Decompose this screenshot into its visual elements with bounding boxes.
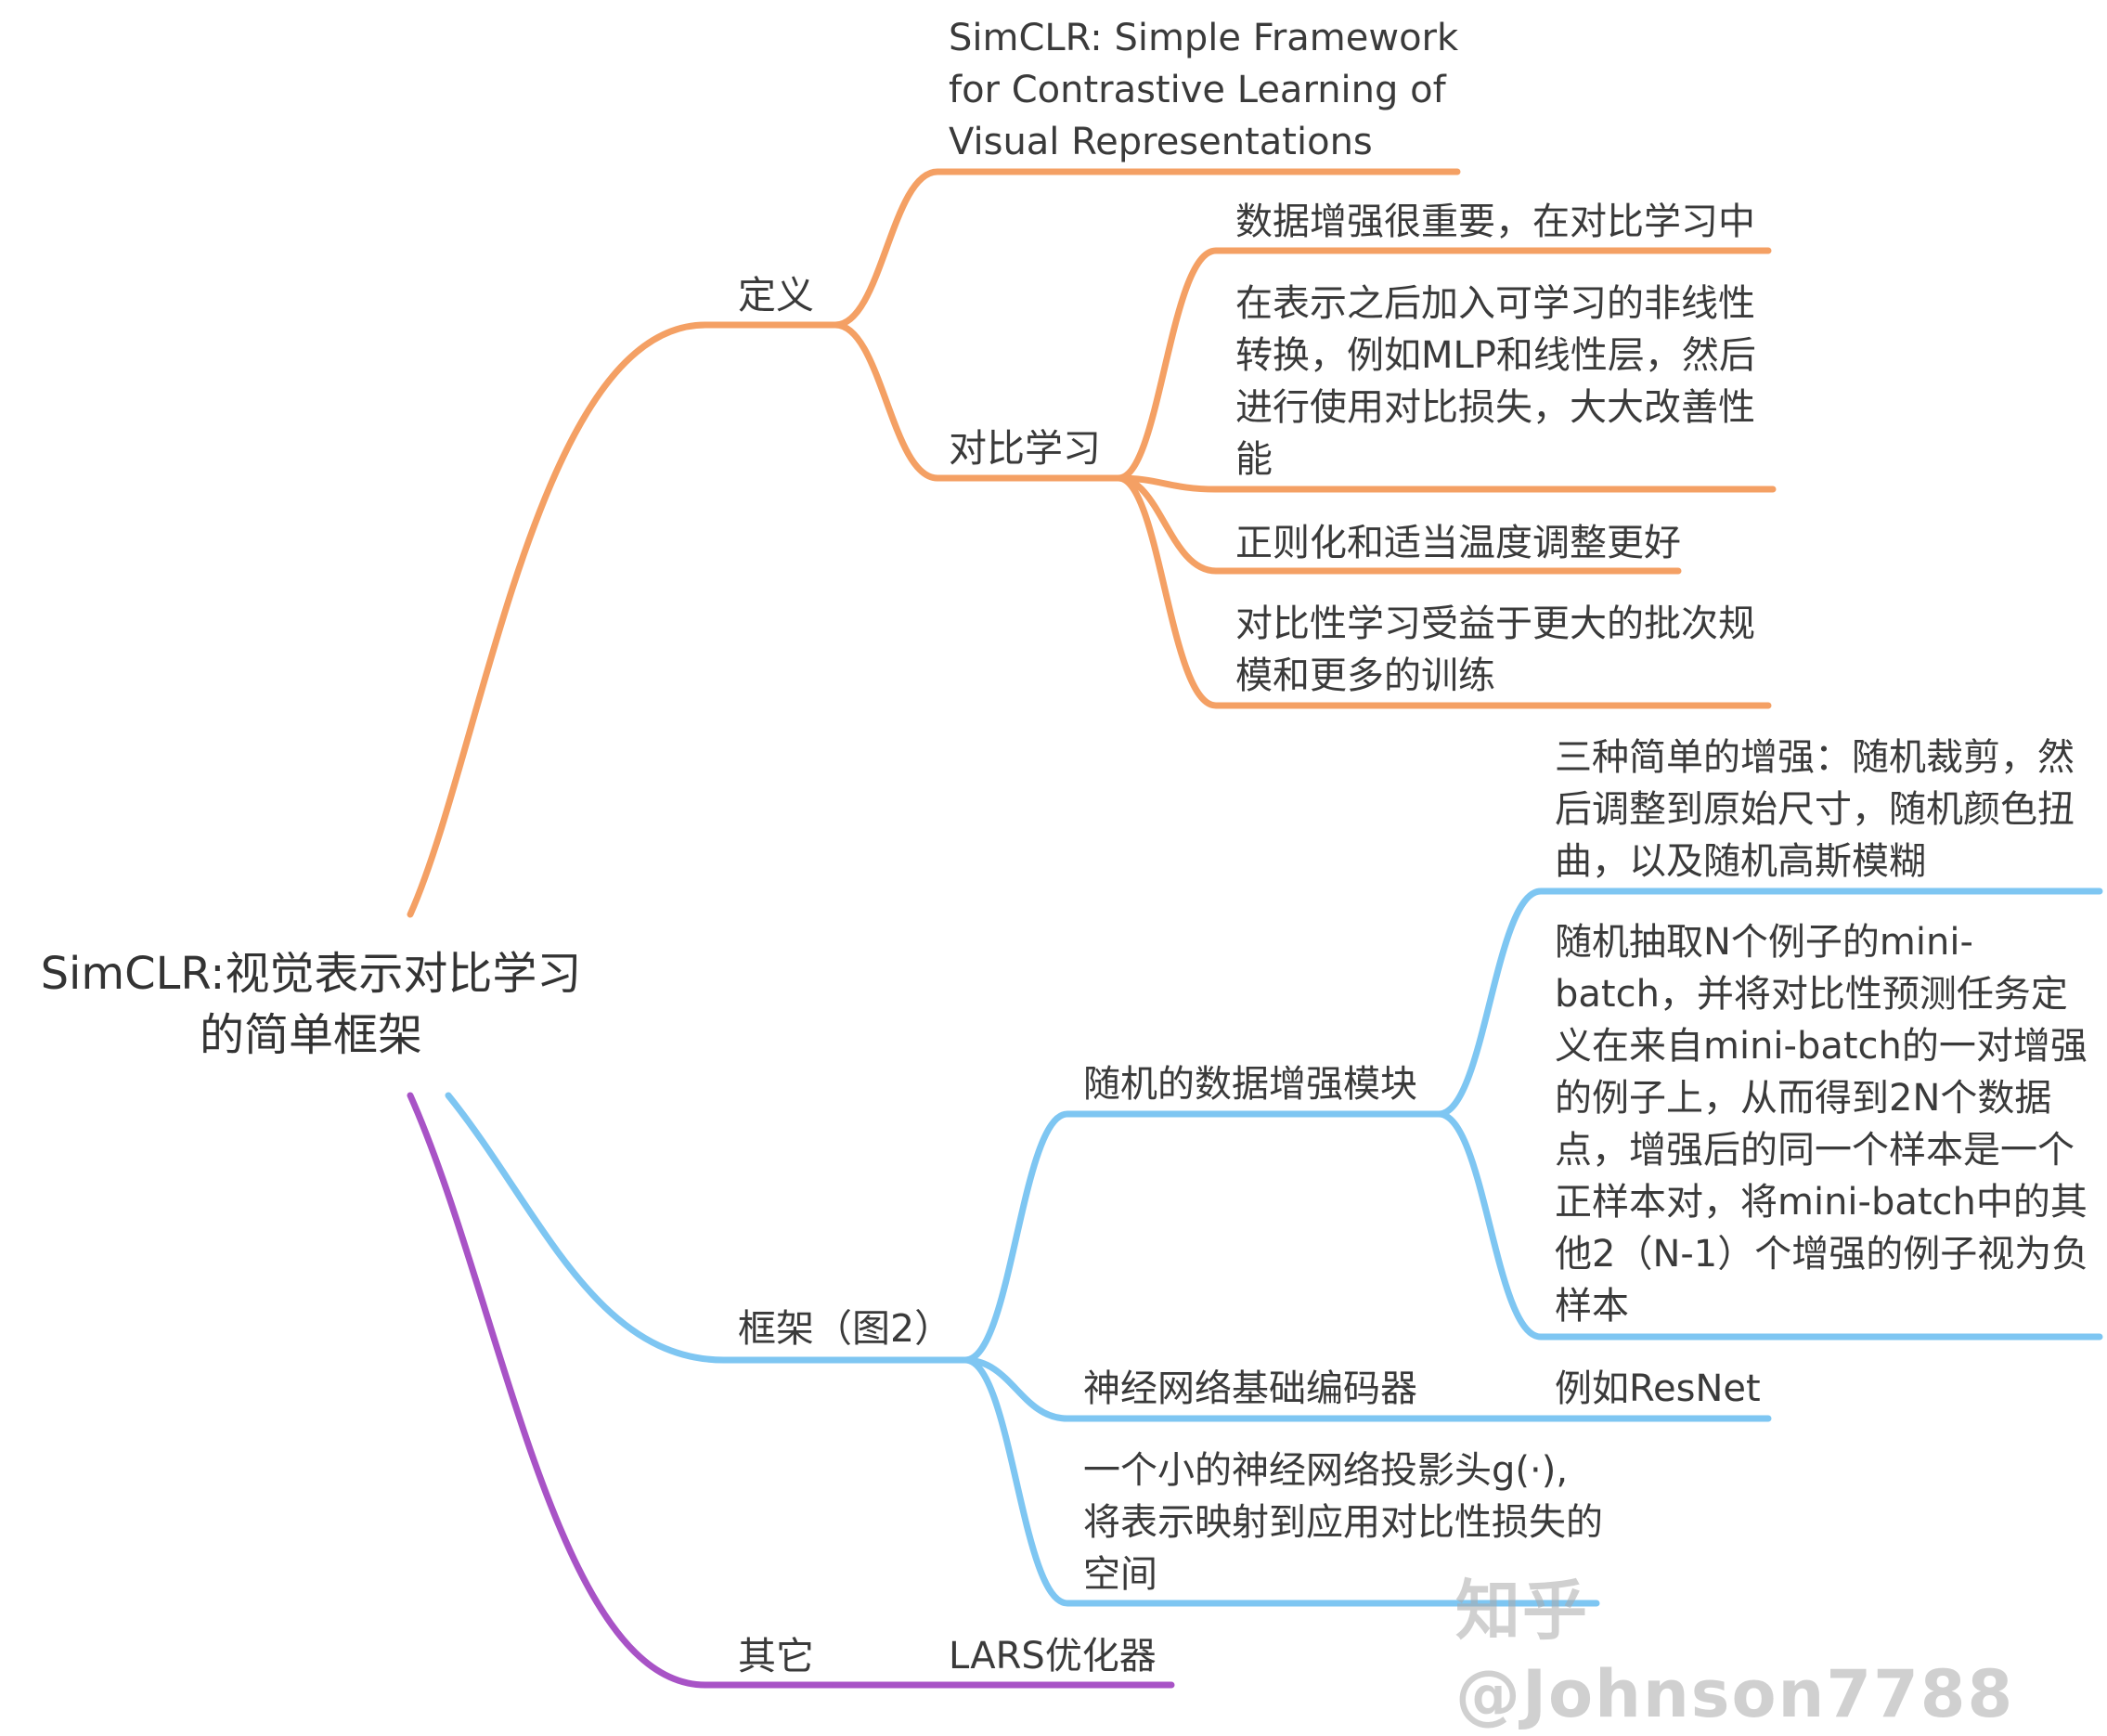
edge-definition-title (832, 168, 1461, 329)
root-node[interactable]: SimCLR:视觉表示对比学习 的简单框架 (40, 948, 582, 1061)
edge-framework-augmentation (962, 1110, 1442, 1364)
definition-title-node[interactable]: SimCLR: Simple Framework for Contrastive… (949, 17, 1459, 163)
edge-root-other (407, 1092, 839, 1689)
mindmap-connectors (407, 168, 2103, 1689)
edge-contrastive-point-3 (1115, 474, 1682, 575)
augmentation-point-2[interactable]: 随机抽取N个例子的mini- batch，并将对比性预测任务定 义在来自mini… (1555, 921, 2089, 1328)
encoder-node[interactable]: 神经网络基础编码器 (1083, 1367, 1417, 1410)
framework-node[interactable]: 框架（图2） (738, 1306, 953, 1351)
edge-definition-contrastive (832, 321, 1122, 482)
optimizer-node[interactable]: LARS优化器 (949, 1635, 1157, 1678)
contrastive-point-4[interactable]: 对比性学习受益于更大的批次规 模和更多的训练 (1235, 602, 1755, 697)
edge-contrastive-point-1 (1115, 247, 1772, 482)
edge-augmentation-point-2 (1435, 1110, 2103, 1341)
augmentation-node[interactable]: 随机的数据增强模块 (1083, 1063, 1417, 1106)
watermark: 知乎 @Johnson7788 (1455, 1573, 2015, 1732)
edge-root-framework (445, 1092, 969, 1364)
edge-root-definition (407, 321, 839, 918)
definition-node[interactable]: 定义 (738, 273, 814, 317)
projection-head-node[interactable]: 一个小的神经网络投影头g(·), 将表示映射到应用对比性损失的 空间 (1083, 1449, 1603, 1596)
other-node[interactable]: 其它 (738, 1634, 814, 1678)
edge-framework-encoder (962, 1356, 1438, 1422)
edge-contrastive-point-4 (1115, 474, 1772, 709)
contrastive-point-2[interactable]: 在表示之后加入可学习的非线性 转换，例如MLP和线性层，然后 进行使用对比损失，… (1235, 282, 1756, 481)
edge-augmentation-point-1 (1435, 887, 2103, 1118)
contrastive-point-3[interactable]: 正则化和适当温度调整更好 (1235, 522, 1681, 564)
edge-framework-projection (962, 1356, 1600, 1607)
contrastive-learning-node[interactable]: 对比学习 (949, 426, 1101, 471)
augmentation-point-1[interactable]: 三种简单的增强：随机裁剪，然 后调整到原始尺寸，随机颜色扭 曲，以及随机高斯模糊 (1555, 736, 2075, 883)
encoder-example-node[interactable]: 例如ResNet (1555, 1367, 1761, 1410)
contrastive-point-1[interactable]: 数据增强很重要，在对比学习中 (1235, 201, 1755, 243)
